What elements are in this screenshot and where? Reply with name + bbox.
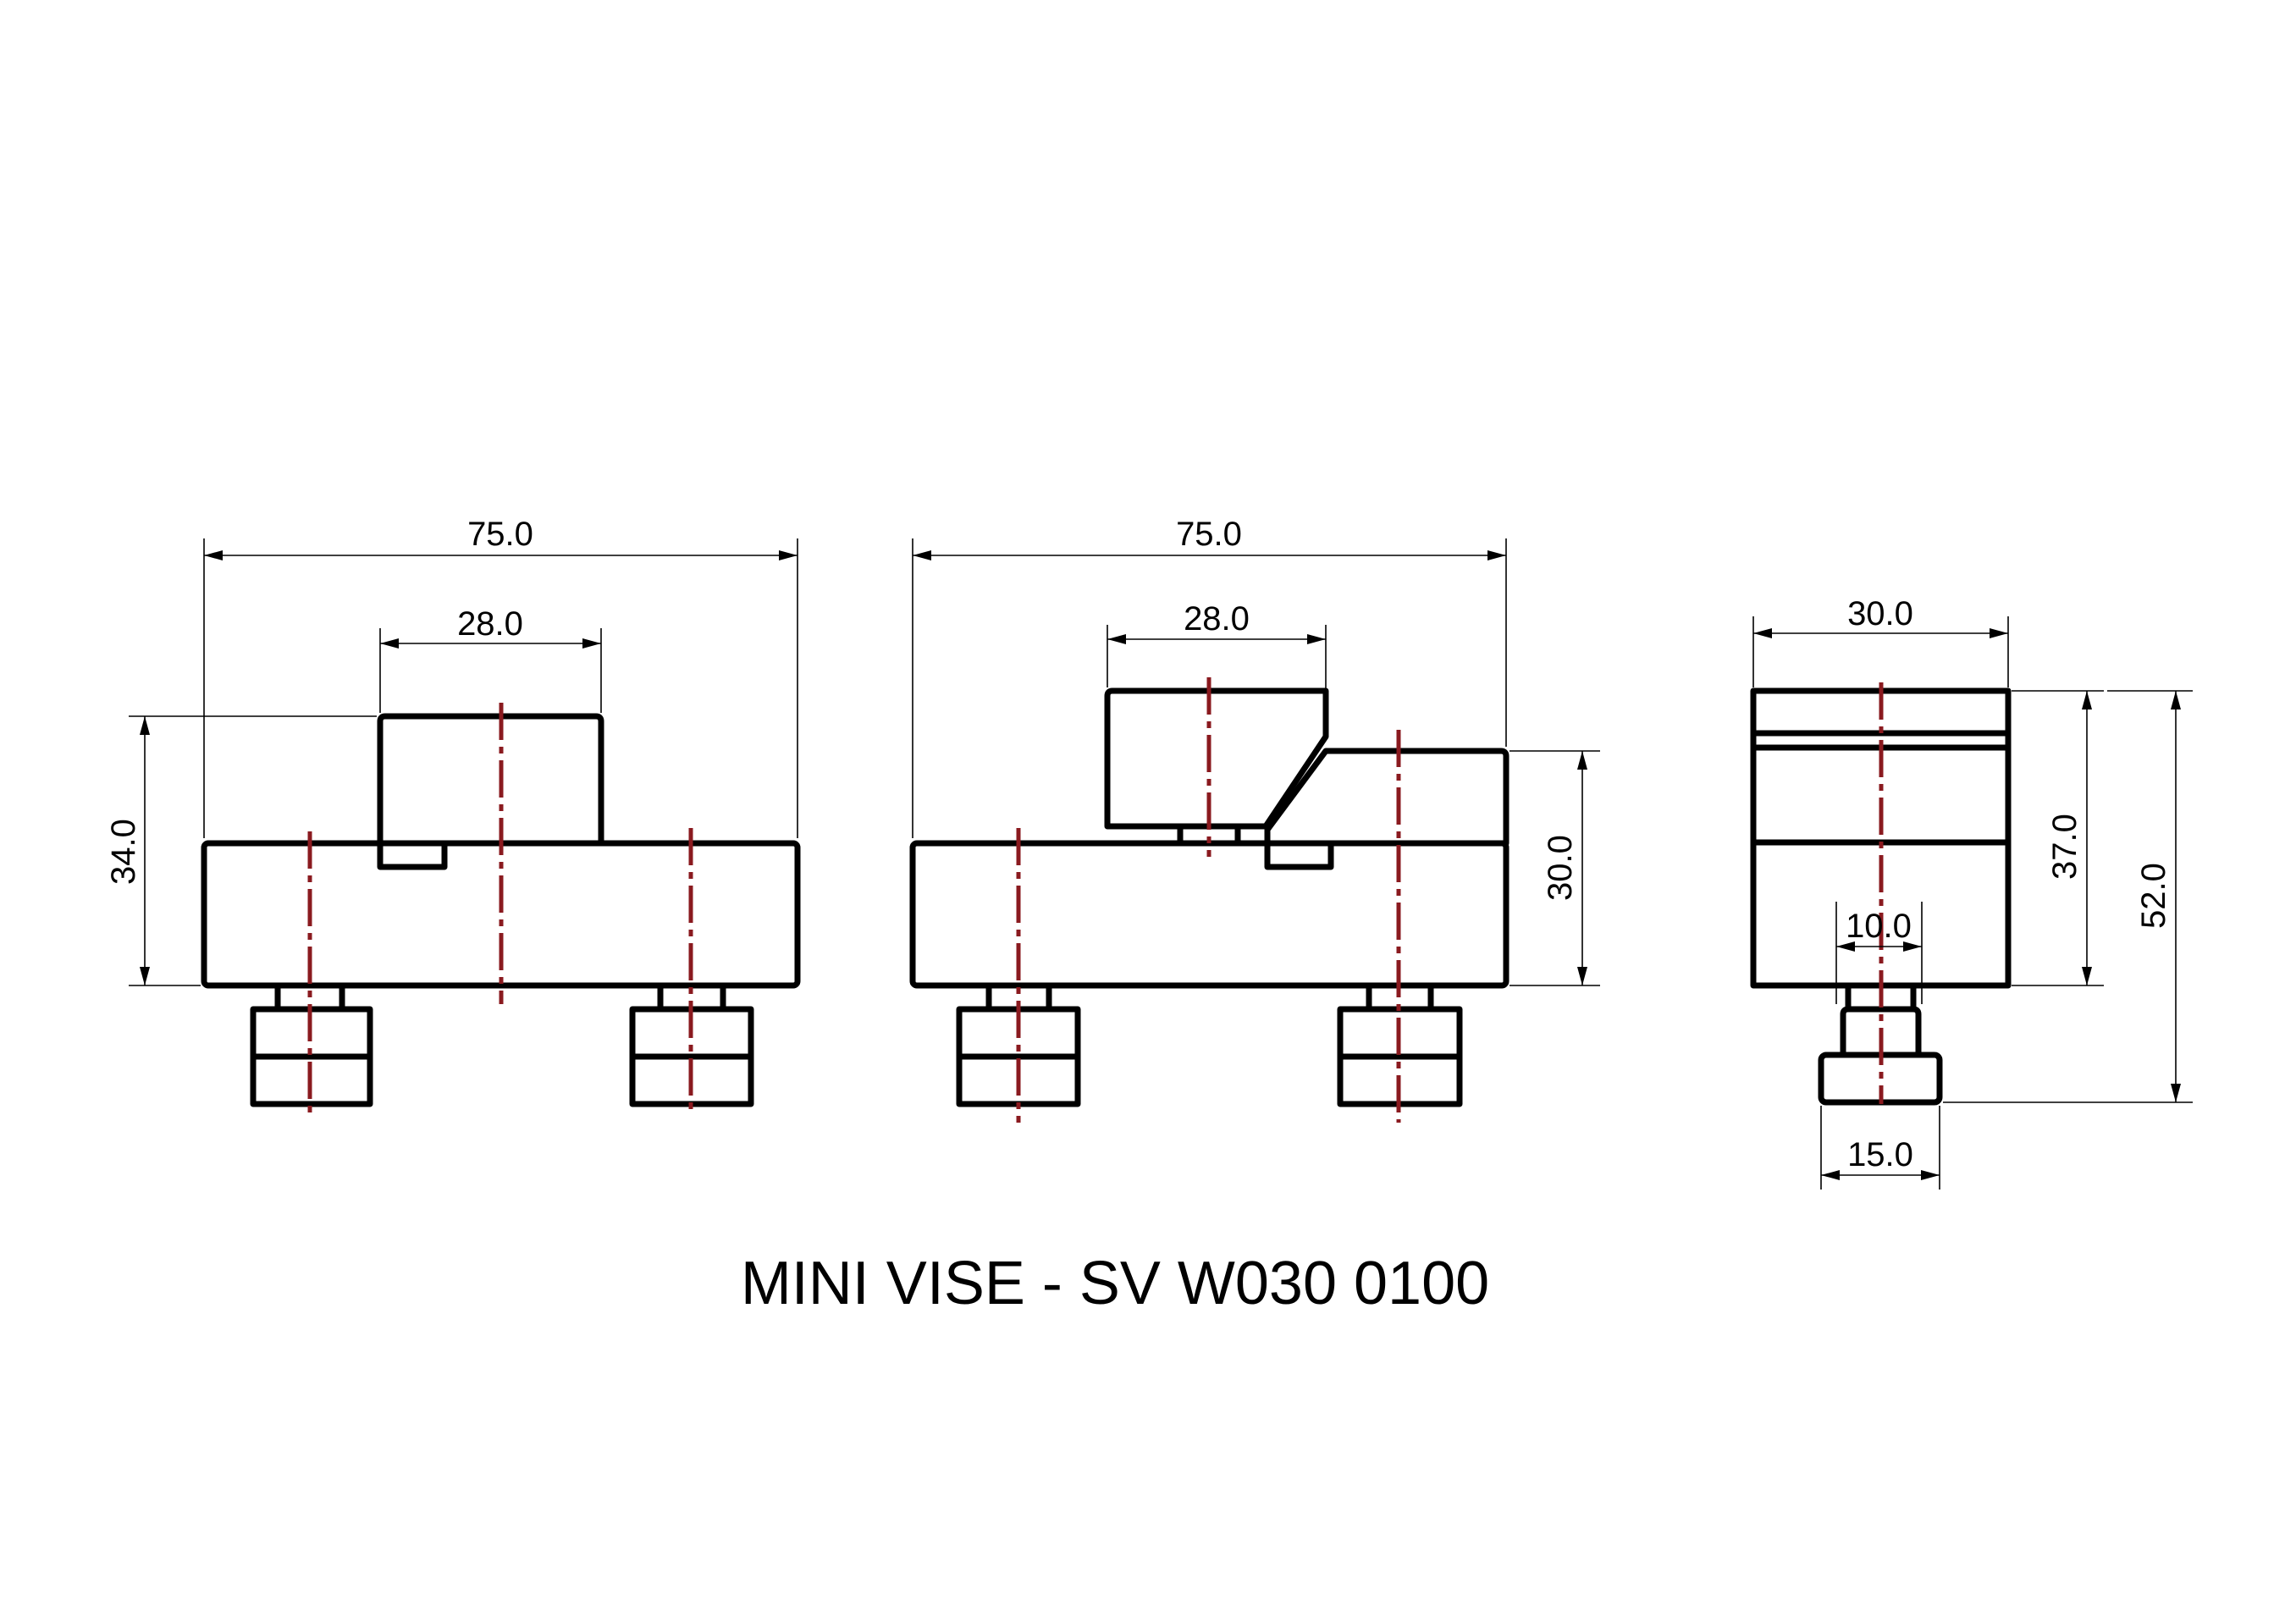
section-fixed-jaw [1104,687,1329,830]
front-dim-overall-width-label: 75.0 [467,516,533,553]
section-view: 75.0 28.0 30.0 [909,516,1600,1123]
section-dim-overall-width-label: 75.0 [1176,516,1242,553]
section-dim-body-height: 30.0 [1510,750,1600,986]
front-dim-overall-width: 75.0 [203,516,798,838]
side-dim-foot-width-label: 15.0 [1847,1136,1913,1173]
section-dim-jaw-width-label: 28.0 [1184,600,1250,638]
front-view: 75.0 28.0 34.0 [105,516,801,1116]
side-dim-overall-height: 52.0 [1943,690,2193,1103]
section-moving-jaw [1264,748,1510,870]
front-jaw-notch [377,843,448,870]
side-dim-body-height: 37.0 [2012,690,2104,986]
side-dim-stem-width: 10.0 [1835,902,1923,1004]
section-screw [1177,826,1241,843]
front-dim-overall-height: 34.0 [105,715,377,986]
drawing-title: MINI VISE - SV W030 0100 [741,1250,1489,1317]
section-dim-jaw-width: 28.0 [1107,600,1327,733]
side-dim-width: 30.0 [1752,595,2009,687]
section-dim-overall-width: 75.0 [912,516,1507,838]
front-dim-overall-height-label: 34.0 [105,819,142,885]
side-dim-width-label: 30.0 [1847,595,1913,632]
side-dim-overall-height-label: 52.0 [2135,863,2172,929]
front-dim-jaw-width-label: 28.0 [457,605,523,643]
side-view: 30.0 37.0 52.0 10.0 [1750,595,2193,1190]
side-dim-foot-width: 15.0 [1820,1106,1940,1190]
front-dim-jaw-width: 28.0 [379,605,602,713]
section-dim-body-height-label: 30.0 [1542,835,1579,901]
section-base-block [909,840,1510,989]
front-jaw [377,713,604,843]
side-dim-body-height-label: 37.0 [2046,814,2084,880]
side-dim-stem-width-label: 10.0 [1846,908,1912,945]
